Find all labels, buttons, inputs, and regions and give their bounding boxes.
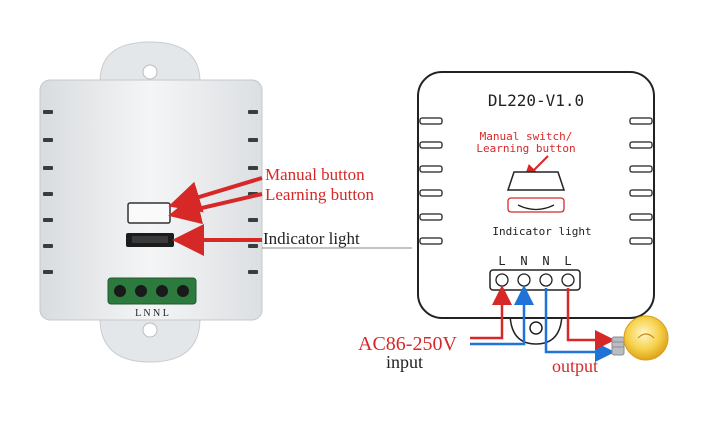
schematic-left-vents	[419, 117, 443, 245]
terminal-label-4: L	[564, 254, 571, 268]
model-label: DL220-V1.0	[488, 91, 584, 110]
label-learning-button-line2: Learning button	[476, 142, 575, 155]
terminal-label-3: N	[542, 254, 549, 268]
terminal-label-2: N	[520, 254, 527, 268]
terminal-block	[107, 277, 197, 305]
schematic-indicator	[507, 197, 565, 213]
bottom-mounting-tab	[99, 317, 201, 363]
input-neutral-wire	[470, 285, 534, 346]
schematic-button	[506, 171, 566, 191]
terminal-markings: L N N L	[135, 308, 169, 319]
schematic-diagram: DL220-V1.0 Manual switch/ Learning butto…	[358, 71, 669, 376]
label-indicator-light: Indicator light	[263, 229, 360, 248]
bottom-screw-hole	[142, 322, 158, 338]
label-manual-button: Manual button	[265, 165, 365, 184]
input-live-wire	[470, 285, 512, 340]
label-input: input	[386, 352, 423, 372]
top-mounting-tab	[99, 41, 201, 83]
schematic-terminal-block	[489, 269, 581, 291]
device-body	[39, 79, 263, 321]
label-voltage: AC86-250V	[358, 333, 457, 355]
label-indicator-schematic: Indicator light	[492, 225, 591, 238]
schematic-right-vents	[629, 117, 653, 245]
label-manual-switch: Manual switch/	[480, 130, 573, 143]
top-screw-hole	[142, 64, 158, 80]
left-vents	[43, 110, 53, 274]
output-neutral-wire	[544, 288, 615, 362]
device-photo: L N N L Manual button Learning button In…	[39, 41, 412, 363]
output-live-wire	[566, 288, 615, 350]
terminal-label-1: L	[498, 254, 505, 268]
learning-button-arrow	[168, 192, 263, 225]
manual-learning-button[interactable]	[127, 202, 171, 224]
label-learning-button: Learning button	[265, 185, 375, 204]
terminal-screws	[114, 285, 189, 297]
label-output: output	[552, 356, 598, 376]
schematic-terminal-screws	[495, 273, 575, 287]
light-bulb-icon	[611, 315, 669, 361]
schematic-body	[417, 71, 655, 319]
